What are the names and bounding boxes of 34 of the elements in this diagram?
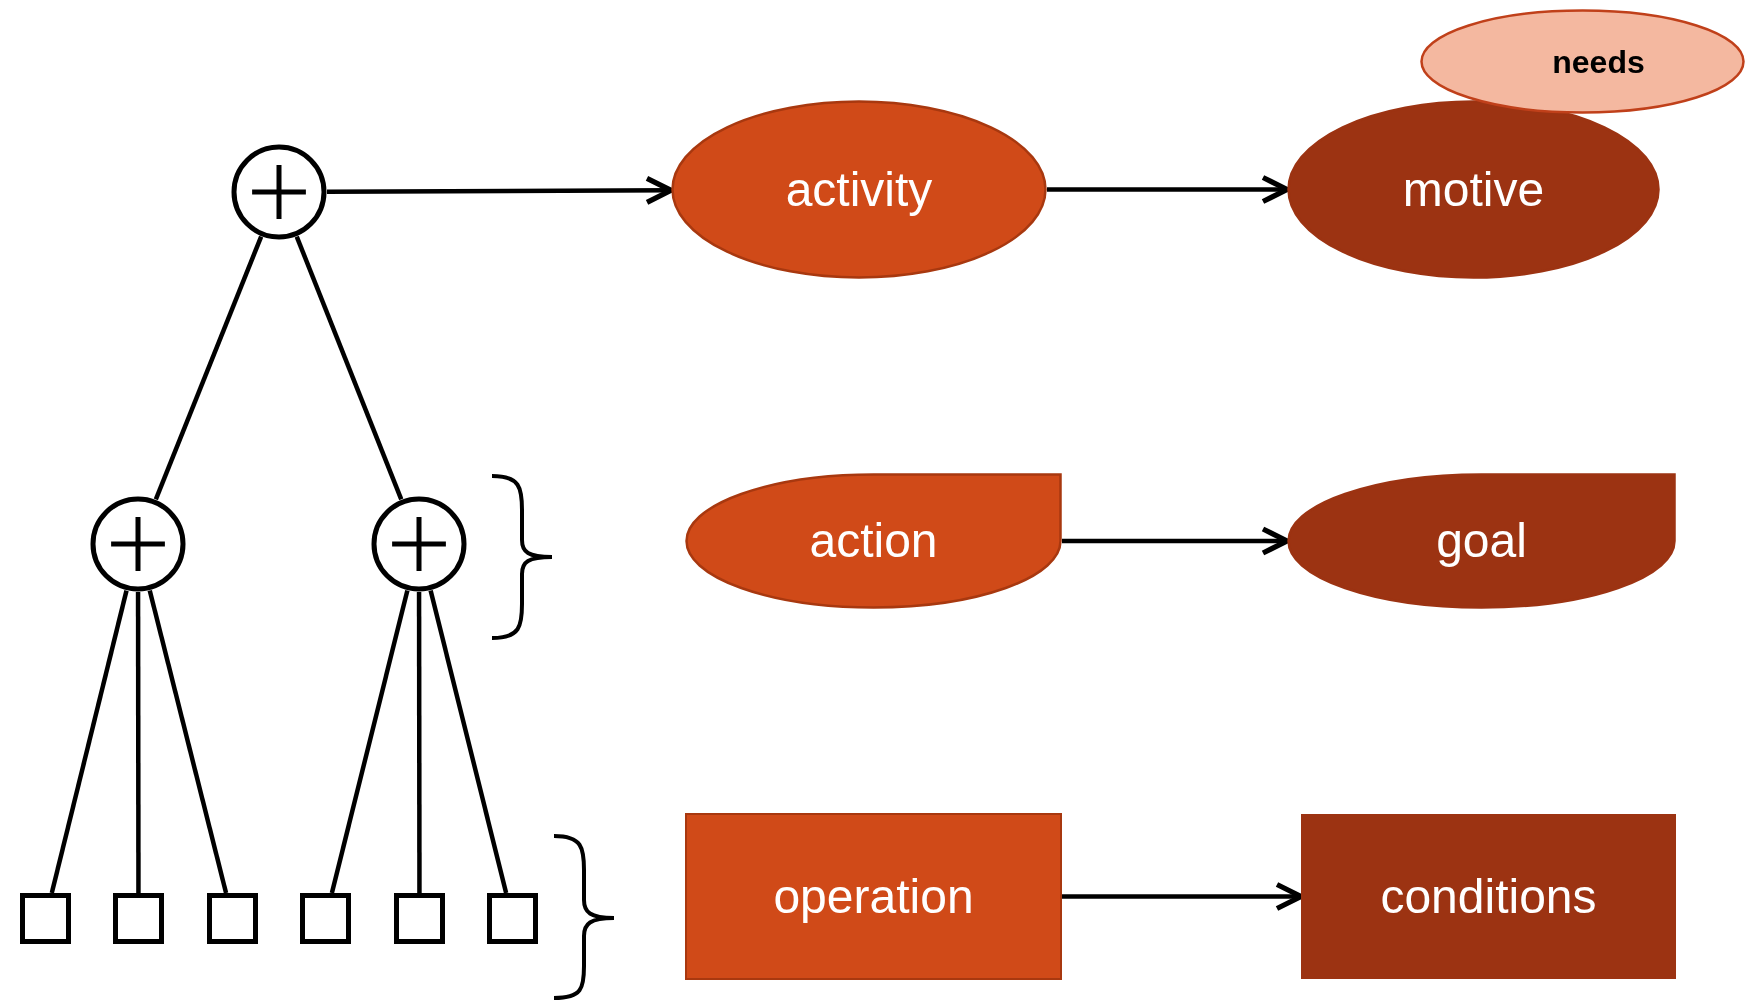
tree-branch-line — [329, 590, 410, 894]
ellipse-node — [1420, 9, 1745, 114]
node-label: goal — [1436, 513, 1527, 569]
tree-branch-line — [153, 235, 264, 501]
leaf-square — [300, 893, 351, 944]
ellipse-node — [1287, 100, 1660, 279]
node-label: conditions — [1380, 868, 1597, 925]
tree-branch-line — [147, 590, 229, 894]
leaf-square — [394, 893, 445, 944]
arrow — [1047, 174, 1290, 205]
rounded-tab-node — [1287, 473, 1676, 609]
node-label: motive — [1402, 161, 1545, 218]
node-label: needs — [1552, 42, 1645, 82]
tree-branch-line — [416, 592, 422, 893]
tree-branch-line — [428, 590, 509, 894]
leaf-square — [207, 893, 258, 944]
rect-node — [685, 813, 1062, 980]
leaf-square — [113, 893, 164, 944]
ellipse-node — [671, 100, 1047, 279]
rounded-tab-node — [685, 473, 1062, 609]
node-label: operation — [773, 868, 974, 925]
summation-circle — [90, 496, 186, 592]
node-label: activity — [785, 161, 933, 218]
tree-branch-line — [135, 592, 141, 893]
rect-node — [1301, 814, 1676, 979]
leaf-square — [487, 893, 538, 944]
arrow — [327, 175, 674, 206]
arrow — [1062, 526, 1290, 556]
leaf-square — [20, 893, 71, 944]
tree-branch-line — [294, 235, 404, 501]
summation-circle — [371, 496, 467, 592]
node-label: action — [809, 513, 938, 569]
tree-branch-line — [49, 590, 129, 894]
summation-circle — [231, 144, 327, 240]
